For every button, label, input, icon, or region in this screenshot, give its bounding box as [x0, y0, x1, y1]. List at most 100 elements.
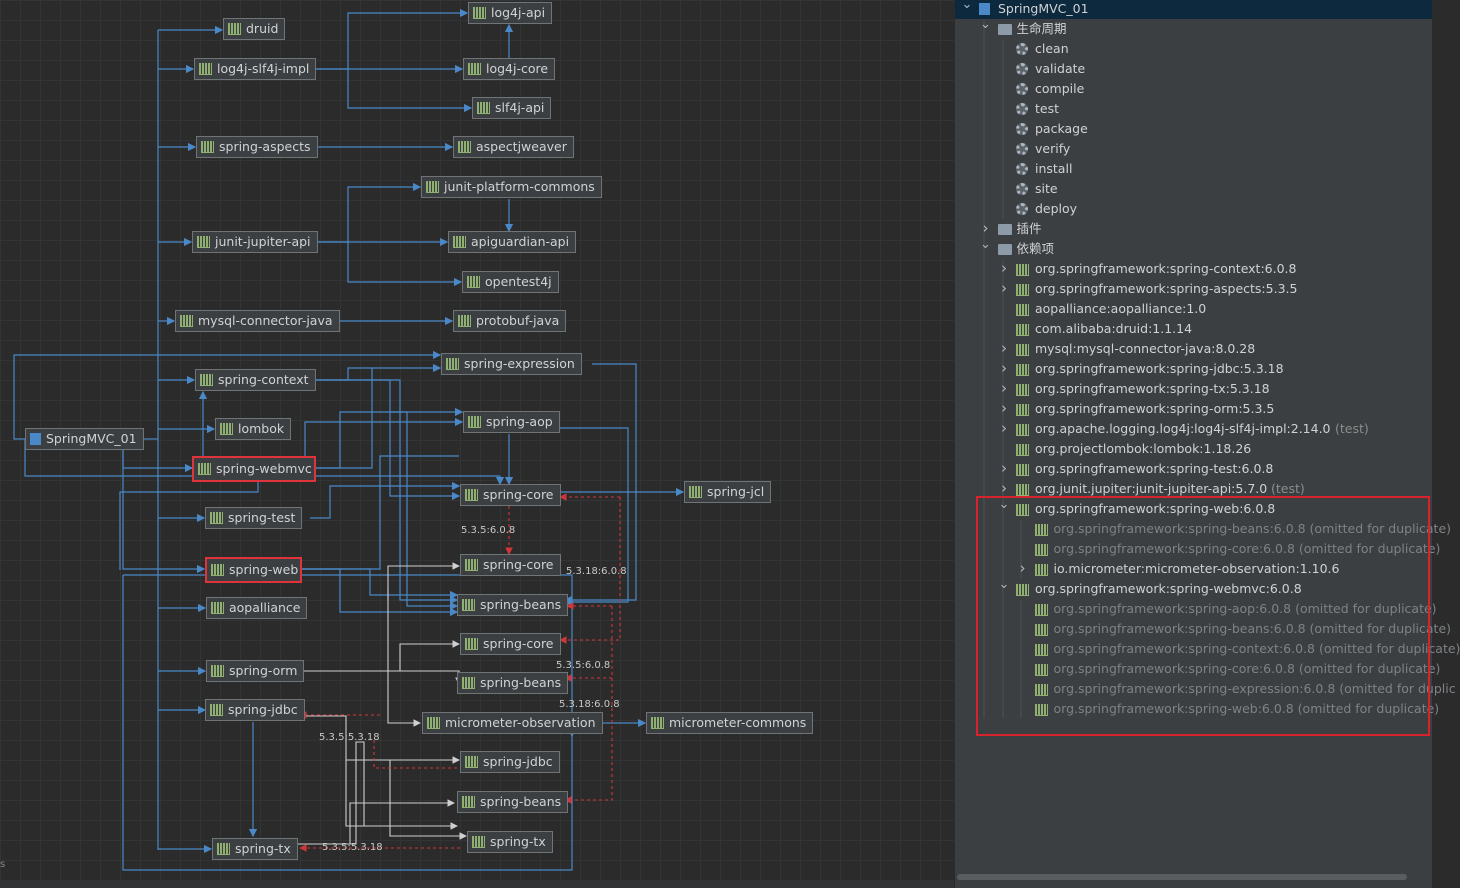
tree-row[interactable]: ⌄SpringMVC_01: [955, 0, 1432, 19]
chevron-right-icon[interactable]: ›: [1001, 419, 1007, 437]
chevron-down-icon[interactable]: ⌄: [998, 497, 1010, 512]
tree-row[interactable]: test: [955, 99, 1432, 119]
node-spring-web[interactable]: spring-web: [205, 557, 302, 583]
tree-row[interactable]: ›mysql:mysql-connector-java:8.0.28: [955, 339, 1432, 359]
dependency-icon: [1034, 604, 1048, 616]
tree-row[interactable]: ›org.springframework:spring-orm:5.3.5: [955, 399, 1432, 419]
node-spring-aspects[interactable]: spring-aspects: [196, 136, 318, 158]
tree-row[interactable]: ›org.springframework:spring-aspects:5.3.…: [955, 279, 1432, 299]
node-spring-core-3[interactable]: spring-core: [460, 633, 561, 655]
tree-row[interactable]: ›org.apache.logging.log4j:log4j-slf4j-im…: [955, 419, 1432, 439]
tree-row[interactable]: package: [955, 119, 1432, 139]
tree-row[interactable]: ⌄org.springframework:spring-web:6.0.8: [955, 497, 1432, 519]
node-junit-jupiter-api[interactable]: junit-jupiter-api: [192, 231, 318, 253]
tree-row[interactable]: ›插件: [955, 219, 1432, 239]
dependency-graph-canvas[interactable]: druid log4j-api log4j-slf4j-impl log4j-c…: [0, 0, 954, 888]
chevron-right-icon[interactable]: ›: [1001, 399, 1007, 417]
tree-row[interactable]: org.projectlombok:lombok:1.18.26: [955, 439, 1432, 459]
artifact-icon: [427, 717, 440, 729]
tree-row[interactable]: clean: [955, 39, 1432, 59]
node-slf4j-api[interactable]: slf4j-api: [472, 97, 552, 119]
dependency-icon: [1016, 444, 1029, 456]
tree-row[interactable]: org.springframework:spring-expression:6.…: [955, 679, 1456, 699]
gear-icon: [1016, 63, 1028, 75]
tree-row[interactable]: org.springframework:spring-aop:6.0.8 (om…: [955, 599, 1437, 619]
node-log4j-slf4j-impl[interactable]: log4j-slf4j-impl: [194, 58, 317, 80]
tree-row-label: com.alibaba:druid:1.1.14: [1035, 321, 1193, 336]
node-lombok[interactable]: lombok: [215, 418, 292, 440]
node-spring-context[interactable]: spring-context: [195, 369, 316, 391]
tree-row[interactable]: org.springframework:spring-context:6.0.8…: [955, 639, 1460, 659]
chevron-down-icon[interactable]: ⌄: [980, 17, 991, 32]
artifact-icon: [198, 463, 211, 475]
tree-row[interactable]: site: [955, 179, 1432, 199]
tree-row[interactable]: ›org.junit.jupiter:junit-jupiter-api:5.7…: [955, 479, 1432, 499]
node-spring-tx-2[interactable]: spring-tx: [467, 831, 553, 853]
tree-row[interactable]: ⌄依赖项: [955, 237, 1432, 259]
tree-row[interactable]: deploy: [955, 199, 1432, 219]
chevron-right-icon[interactable]: ›: [1001, 359, 1007, 377]
chevron-down-icon[interactable]: ⌄: [998, 577, 1010, 592]
node-spring-aop[interactable]: spring-aop: [463, 411, 560, 433]
tree-row[interactable]: org.springframework:spring-core:6.0.8 (o…: [955, 659, 1440, 679]
node-aspectjweaver[interactable]: aspectjweaver: [453, 136, 574, 158]
chevron-right-icon[interactable]: ›: [1019, 559, 1026, 577]
chevron-right-icon[interactable]: ›: [1001, 339, 1007, 357]
tree-row[interactable]: ›org.springframework:spring-context:6.0.…: [955, 259, 1432, 279]
tree-row[interactable]: org.springframework:spring-core:6.0.8 (o…: [955, 539, 1440, 559]
node-micrometer-observation[interactable]: micrometer-observation: [422, 712, 603, 734]
node-log4j-api[interactable]: log4j-api: [468, 2, 553, 24]
tree-row[interactable]: ⌄ org.springframework:spring-webmvc:6.0.8: [955, 577, 1432, 599]
tree-row[interactable]: ›org.springframework:spring-test:6.0.8: [955, 459, 1432, 479]
tree-row[interactable]: verify: [955, 139, 1432, 159]
node-mysql-connector-java[interactable]: mysql-connector-java: [175, 310, 340, 332]
node-spring-jdbc-1[interactable]: spring-jdbc: [205, 699, 305, 721]
chevron-down-icon[interactable]: ⌄: [980, 237, 991, 252]
node-spring-expression[interactable]: spring-expression: [441, 353, 582, 375]
tree-row[interactable]: validate: [955, 59, 1432, 79]
tree-row[interactable]: ›org.springframework:spring-tx:5.3.18: [955, 379, 1432, 399]
node-spring-test[interactable]: spring-test: [205, 507, 303, 529]
dependency-icon: [1016, 504, 1029, 516]
node-spring-beans-2[interactable]: spring-beans: [457, 672, 569, 694]
node-junit-platform-commons[interactable]: junit-platform-commons: [421, 176, 602, 198]
chevron-right-icon[interactable]: ›: [1001, 259, 1007, 277]
tree-row[interactable]: ›io.micrometer:micrometer-observation:1.…: [955, 559, 1432, 579]
node-spring-beans-3[interactable]: spring-beans: [457, 791, 569, 813]
node-protobuf-java[interactable]: protobuf-java: [453, 310, 567, 332]
node-spring-jdbc-2[interactable]: spring-jdbc: [460, 751, 560, 773]
tree-row[interactable]: com.alibaba:druid:1.1.14: [955, 319, 1432, 339]
chevron-right-icon[interactable]: ›: [1001, 279, 1007, 297]
horizontal-scrollbar[interactable]: [957, 874, 1407, 880]
node-log4j-core[interactable]: log4j-core: [463, 58, 556, 80]
node-micrometer-commons[interactable]: micrometer-commons: [646, 712, 814, 734]
node-spring-jcl[interactable]: spring-jcl: [684, 481, 772, 503]
node-spring-tx-1[interactable]: spring-tx: [212, 838, 298, 860]
chevron-down-icon[interactable]: ⌄: [961, 0, 973, 12]
tree-row[interactable]: ›org.springframework:spring-jdbc:5.3.18: [955, 359, 1432, 379]
tree-row[interactable]: install: [955, 159, 1432, 179]
node-spring-orm[interactable]: spring-orm: [206, 660, 305, 682]
chevron-right-icon[interactable]: ›: [1001, 479, 1007, 497]
node-spring-core-2[interactable]: spring-core: [460, 554, 561, 576]
tree-row[interactable]: ⌄生命周期: [955, 17, 1432, 39]
tree-row-label: org.springframework:spring-webmvc:6.0.8: [1035, 581, 1302, 596]
node-springmvc-01-root[interactable]: SpringMVC_01: [25, 428, 144, 450]
version-conflict-label: 5.3.18:6.0.8: [559, 699, 620, 710]
scope-tag: (test): [1271, 481, 1305, 496]
chevron-right-icon[interactable]: ›: [982, 219, 989, 237]
tree-row[interactable]: org.springframework:spring-web:6.0.8 (om…: [955, 699, 1439, 719]
chevron-right-icon[interactable]: ›: [1001, 379, 1007, 397]
tree-row[interactable]: aopalliance:aopalliance:1.0: [955, 299, 1432, 319]
node-opentest4j[interactable]: opentest4j: [462, 271, 559, 293]
tree-row[interactable]: compile: [955, 79, 1432, 99]
chevron-right-icon[interactable]: ›: [1001, 459, 1007, 477]
tree-row[interactable]: org.springframework:spring-beans:6.0.8 (…: [955, 519, 1451, 539]
node-spring-core-1[interactable]: spring-core: [460, 484, 561, 506]
node-aopalliance[interactable]: aopalliance: [206, 597, 308, 619]
node-spring-webmvc[interactable]: spring-webmvc: [192, 456, 316, 482]
node-druid[interactable]: druid: [223, 18, 286, 40]
node-apiguardian-api[interactable]: apiguardian-api: [448, 231, 577, 253]
node-spring-beans-1[interactable]: spring-beans: [457, 594, 569, 616]
tree-row[interactable]: org.springframework:spring-beans:6.0.8 (…: [955, 619, 1451, 639]
